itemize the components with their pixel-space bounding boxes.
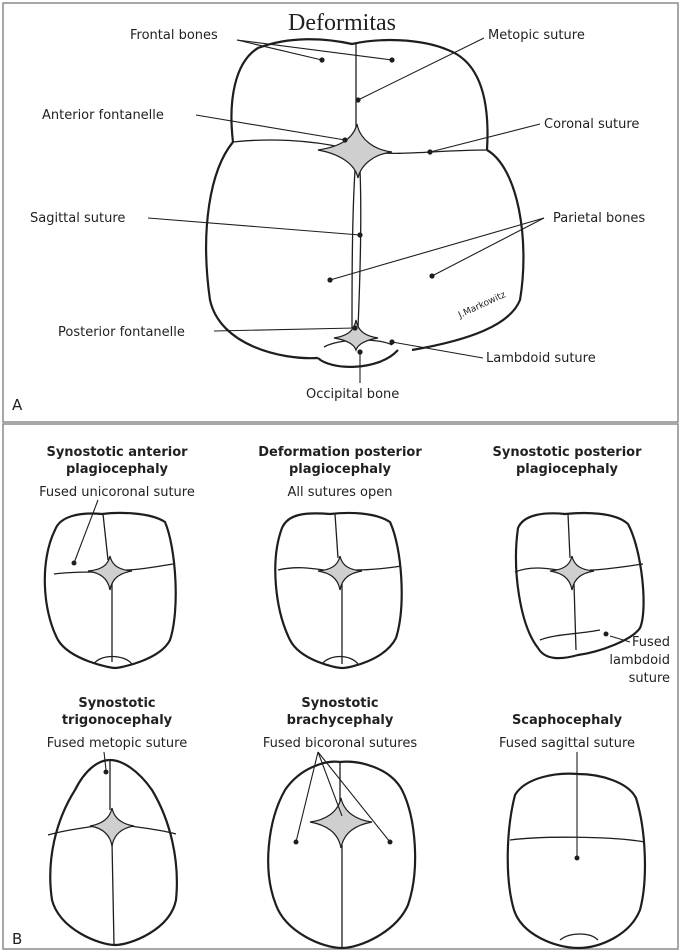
label-frontal-bones: Frontal bones [130, 28, 218, 43]
skull-synostotic-posterior [515, 513, 644, 658]
b6-caption: Fused sagittal suture [499, 736, 635, 751]
label-sagittal-suture: Sagittal suture [30, 211, 125, 226]
label-coronal-suture: Coronal suture [544, 117, 639, 132]
b3-note-line1: Fused [632, 635, 670, 650]
b4-title-line2: trigonocephaly [62, 713, 173, 728]
artist-signature: J.Markowitz [456, 290, 508, 321]
b5-caption: Fused bicoronal sutures [263, 736, 417, 751]
anterior-fontanelle-shape [318, 124, 392, 178]
skull-scaphocephaly [508, 752, 645, 948]
main-skull: J.Markowitz [206, 39, 523, 367]
label-anterior-fontanelle: Anterior fontanelle [42, 108, 164, 123]
b3-note-line2: lambdoid [609, 653, 670, 668]
b3-title-line2: plagiocephaly [516, 462, 619, 477]
skull-deformation-posterior [275, 513, 401, 668]
header-title: Deformitas [288, 10, 396, 36]
b6-title: Scaphocephaly [512, 713, 623, 728]
b2-caption: All sutures open [287, 485, 392, 500]
panel-a-tag: A [12, 396, 23, 414]
skull-trigonocephaly [48, 752, 177, 945]
b1-title-line1: Synostotic anterior [46, 445, 188, 460]
label-posterior-fontanelle: Posterior fontanelle [58, 325, 185, 340]
b1-caption: Fused unicoronal suture [39, 485, 195, 500]
label-parietal-bones: Parietal bones [553, 211, 645, 226]
b2-title-line1: Deformation posterior [258, 445, 422, 460]
b4-caption: Fused metopic suture [47, 736, 187, 751]
b3-note-line3: suture [629, 671, 670, 686]
label-metopic-suture: Metopic suture [488, 28, 585, 43]
label-occipital-bone: Occipital bone [306, 387, 399, 402]
b4-title-line1: Synostotic [78, 696, 155, 711]
label-lambdoid-suture: Lambdoid suture [486, 351, 596, 366]
b1-title-line2: plagiocephaly [66, 462, 169, 477]
b3-title-line1: Synostotic posterior [492, 445, 642, 460]
panel-b-frame [3, 424, 678, 949]
sagittal-line [358, 170, 361, 328]
b2-title-line2: plagiocephaly [289, 462, 392, 477]
panel-b-tag: B [12, 930, 22, 948]
skull-anterior-plagiocephaly [45, 500, 176, 668]
b5-title-line2: brachycephaly [287, 713, 394, 728]
parietal-outline [206, 142, 523, 358]
b5-title-line1: Synostotic [301, 696, 378, 711]
posterior-fontanelle-shape [334, 320, 378, 350]
skull-brachycephaly [268, 752, 415, 948]
